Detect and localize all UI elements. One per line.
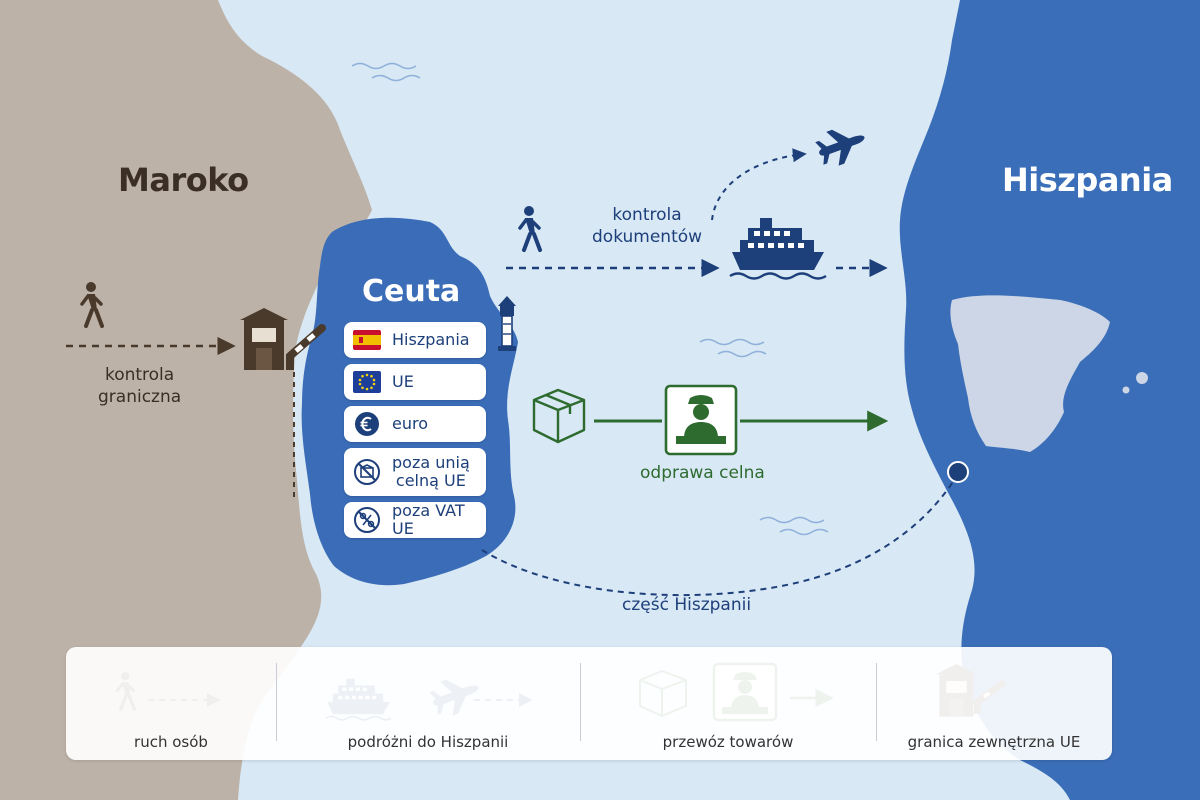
morocco-label: Maroko bbox=[118, 161, 249, 199]
tag-vat-label: poza VAT UE bbox=[392, 500, 465, 538]
balearic-islands-small bbox=[1122, 386, 1130, 394]
ceuta-title: Ceuta bbox=[362, 274, 461, 309]
eu-flag-icon bbox=[352, 367, 382, 397]
balearic-islands bbox=[1136, 372, 1148, 384]
no-vat-icon bbox=[352, 505, 382, 535]
customs-officer-icon bbox=[664, 384, 738, 456]
legend-separator bbox=[580, 663, 581, 741]
airplane-icon bbox=[815, 129, 865, 166]
tag-euro: euro bbox=[344, 406, 486, 442]
tag-customs-union-label: poza unią celną UE bbox=[392, 452, 470, 491]
legend-label-people: ruch osób bbox=[134, 733, 208, 751]
legend-separator bbox=[876, 663, 877, 741]
border-check-label: kontrola graniczna bbox=[98, 364, 181, 408]
border-check-line1: kontrola bbox=[104, 365, 175, 385]
tag-customs-union-line1: poza unią bbox=[392, 452, 470, 472]
part-of-spain-line bbox=[481, 473, 959, 597]
customs-label: odprawa celna bbox=[640, 463, 765, 483]
legend-label-border: granica zewnętrzna UE bbox=[907, 733, 1081, 751]
iberia-silhouette bbox=[950, 295, 1110, 452]
sea-waves bbox=[351, 62, 829, 536]
border-barrier-icon bbox=[286, 324, 326, 370]
no-customs-icon bbox=[352, 457, 382, 487]
document-check-line2: dokumentów bbox=[592, 227, 703, 248]
legend-label-travellers: podróżni do Hiszpanii bbox=[347, 733, 509, 751]
lighthouse-icon bbox=[498, 296, 516, 351]
part-of-spain-label: część Hiszpanii bbox=[622, 595, 752, 615]
tag-customs-union: poza unią celną UE bbox=[344, 448, 486, 496]
legend-separator bbox=[276, 663, 277, 741]
spain-connection-dot bbox=[947, 461, 969, 483]
legend-panel: ruch osób podróżni do Hiszpanii przewóz … bbox=[66, 647, 1112, 760]
border-check-line2: graniczna bbox=[98, 387, 182, 408]
legend-label-goods: przewóz towarów bbox=[662, 733, 794, 751]
spain-flag-icon bbox=[352, 325, 382, 355]
euro-icon bbox=[352, 409, 382, 439]
tag-spain: Hiszpania bbox=[344, 322, 486, 358]
package-icon bbox=[532, 388, 586, 444]
tag-eu-label: UE bbox=[392, 371, 414, 391]
border-booth-icon bbox=[240, 308, 288, 370]
traveller-person-icon bbox=[518, 206, 542, 252]
tag-eu: UE bbox=[344, 364, 486, 400]
tag-customs-union-line2: celną UE bbox=[395, 471, 466, 490]
ferry-icon bbox=[729, 218, 827, 280]
tag-vat: poza VAT UE bbox=[344, 500, 486, 538]
tag-spain-label: Hiszpania bbox=[392, 329, 470, 349]
document-check-line1: kontrola bbox=[612, 205, 682, 225]
document-check-label: kontrola dokumentów bbox=[592, 204, 702, 248]
spain-label: Hiszpania bbox=[1002, 161, 1173, 199]
flight-route-arrow bbox=[711, 148, 807, 221]
walking-person-icon bbox=[80, 282, 104, 328]
tag-euro-label: euro bbox=[392, 413, 428, 433]
morocco-land bbox=[0, 0, 372, 800]
